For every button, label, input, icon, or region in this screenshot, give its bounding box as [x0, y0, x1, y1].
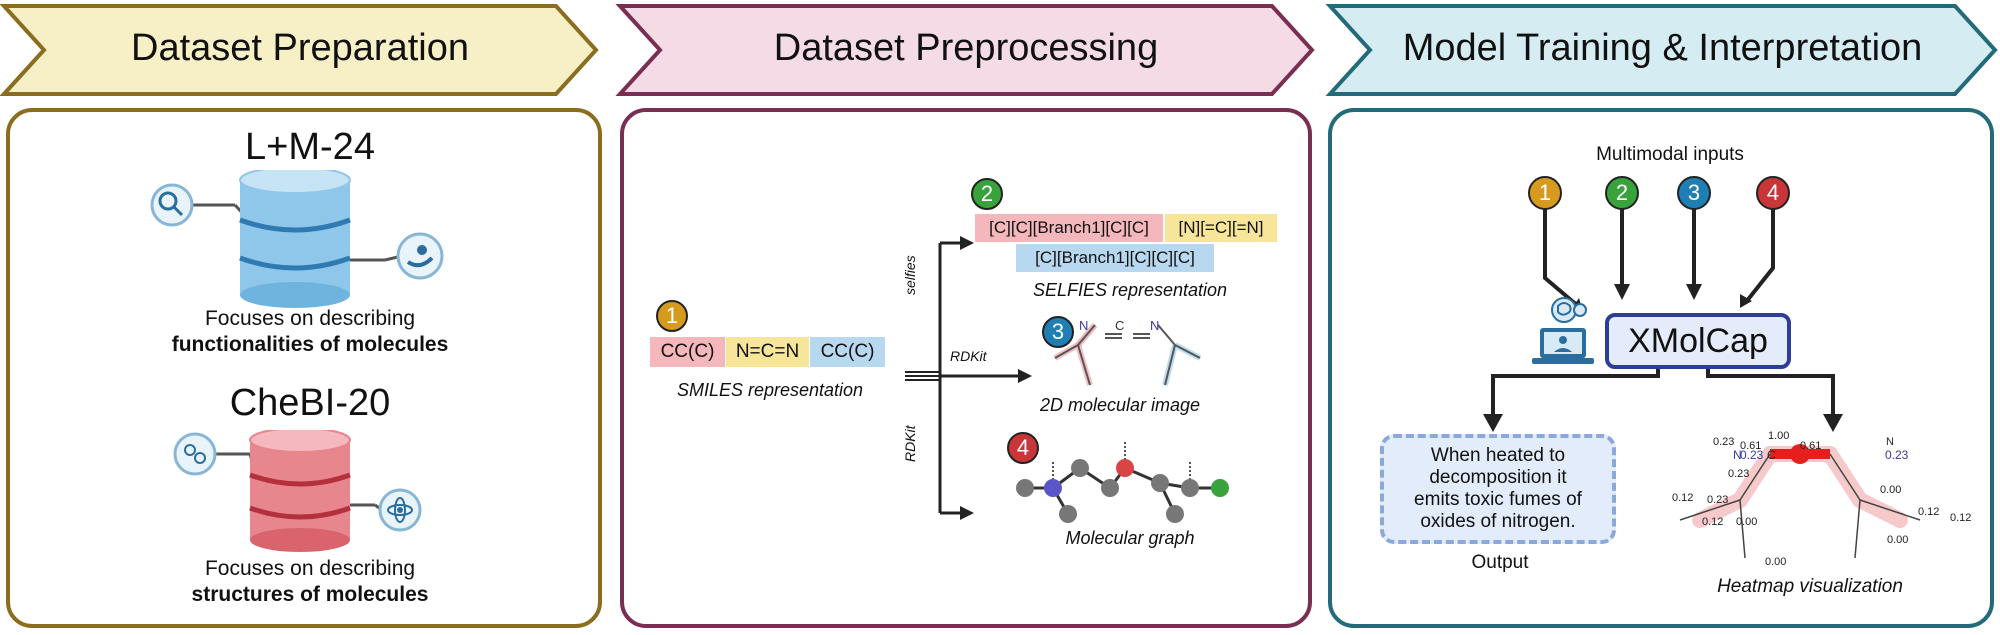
- smiles-token-1: CC(C): [650, 337, 725, 367]
- molecule-2d-image: [1053, 323, 1202, 386]
- dataset-chebi20-desc-2: structures of molecules: [191, 583, 429, 606]
- output-line-3: emits toxic fumes of: [1414, 489, 1582, 510]
- heatmap-value-left-mid: 0.23: [1885, 448, 1909, 462]
- output-label: Output: [1471, 552, 1529, 573]
- dataset-lm24-title: L+M-24: [245, 126, 375, 168]
- banner-prep-title: Dataset Preparation: [131, 26, 469, 69]
- graph-badge: 4: [1007, 432, 1039, 464]
- selfies-token-3: [C][Branch1][C][C][C]: [1016, 244, 1214, 272]
- smiles-caption: SMILES representation: [676, 380, 864, 400]
- banner-training-title: Model Training & Interpretation: [1402, 26, 1923, 69]
- heatmap-value-right-inner: 0.12: [1950, 512, 1972, 524]
- image-caption: 2D molecular image: [1039, 395, 1201, 415]
- output-line-4: oxides of nitrogen.: [1420, 511, 1576, 532]
- output-line-1: When heated to: [1430, 445, 1566, 466]
- smiles-badge: 1: [656, 300, 688, 332]
- heatmap-value-right-top: 0.23: [1713, 436, 1735, 448]
- input-badge-1: 1: [1528, 176, 1562, 210]
- database-blue-icon: [150, 170, 444, 308]
- output-text-box: When heated to decomposition it emits to…: [1380, 434, 1616, 544]
- arrow-label-rdkit-graph: RDKit: [902, 425, 918, 462]
- heatmap-value-right-mid: 0.23: [1728, 468, 1750, 480]
- heatmap-caption: Heatmap visualization: [1717, 576, 1903, 597]
- heatmap-value-left-top: 0.23: [1740, 448, 1764, 462]
- heatmap-value-left-bond: 0.61: [1740, 440, 1762, 452]
- dataset-lm24-desc-1: Focuses on describing: [204, 307, 416, 330]
- banner-prep-shape: [0, 4, 599, 96]
- panel-dataset-preprocessing: [620, 108, 1312, 628]
- selfies-token-1: [C][C][Branch1][C][C]: [975, 214, 1163, 242]
- heatmap-atom-n-left: N: [1733, 448, 1742, 462]
- banner-training-shape: [1325, 4, 1998, 96]
- heatmap-value-right-low: 0.12: [1918, 506, 1940, 518]
- heatmap-value-right-bond: 0.61: [1800, 440, 1822, 452]
- input-badge-4: 4: [1756, 176, 1790, 210]
- selfies-badge: 2: [971, 178, 1003, 210]
- image-atom-n-right: N: [1150, 318, 1160, 333]
- image-badge: 3: [1042, 316, 1074, 348]
- smiles-token-3: CC(C): [810, 337, 885, 367]
- heatmap-value-left-inner: 0.12: [1672, 492, 1694, 504]
- dataset-chebi20-desc-1: Focuses on describing: [204, 557, 416, 580]
- selfies-token-2: [N][=C][=N]: [1165, 214, 1277, 242]
- dataset-lm24-desc-2: functionalities of molecules: [171, 333, 449, 356]
- input-badge-3: 3: [1677, 176, 1711, 210]
- preprocess-arrows: [905, 236, 1032, 520]
- heatmap-value-left-outer: 0.00: [1880, 484, 1902, 496]
- multimodal-inputs-label: Multimodal inputs: [1596, 144, 1744, 165]
- panel-model-training: [1328, 108, 1994, 628]
- laptop-ai-icon: [1532, 297, 1594, 364]
- heatmap-value-left-low: 0.23: [1707, 494, 1729, 506]
- molecular-graph: [1016, 440, 1229, 523]
- panel-dataset-preparation: [6, 108, 602, 628]
- image-atom-c: C: [1115, 318, 1125, 333]
- banner-preprocess-title: Dataset Preprocessing: [773, 26, 1159, 69]
- heatmap-value-top-center: 1.00: [1768, 430, 1790, 442]
- banner-shapes: [0, 4, 1998, 96]
- xmolcap-model-box: XMolCap: [1605, 313, 1791, 369]
- arrow-label-rdkit-image: RDKit: [950, 348, 987, 364]
- selfies-caption: SELFIES representation: [1032, 280, 1228, 300]
- heatmap-molecule: [1679, 444, 1921, 559]
- input-badge-2: 2: [1605, 176, 1639, 210]
- dataset-chebi20-title: CheBI-20: [229, 382, 391, 424]
- heatmap-value-left-bottom: 0.00: [1736, 516, 1758, 528]
- image-atom-n-left: N: [1079, 318, 1089, 333]
- output-line-2: decomposition it: [1429, 467, 1567, 488]
- heatmap-atom-c: C: [1767, 448, 1776, 462]
- banner-preprocess-shape: [615, 4, 1315, 96]
- heatmap-value-right-bottom: 0.00: [1887, 534, 1909, 546]
- arrow-label-selfies: selfies: [902, 255, 918, 295]
- database-red-icon: [173, 430, 422, 552]
- smiles-token-2: N=C=N: [726, 337, 809, 367]
- heatmap-atom-n-right: N: [1886, 436, 1894, 448]
- graph-caption: Molecular graph: [1065, 528, 1195, 548]
- heatmap-value-right-outer: 0.00: [1765, 556, 1787, 568]
- heatmap-value-left-low2: 0.12: [1702, 516, 1724, 528]
